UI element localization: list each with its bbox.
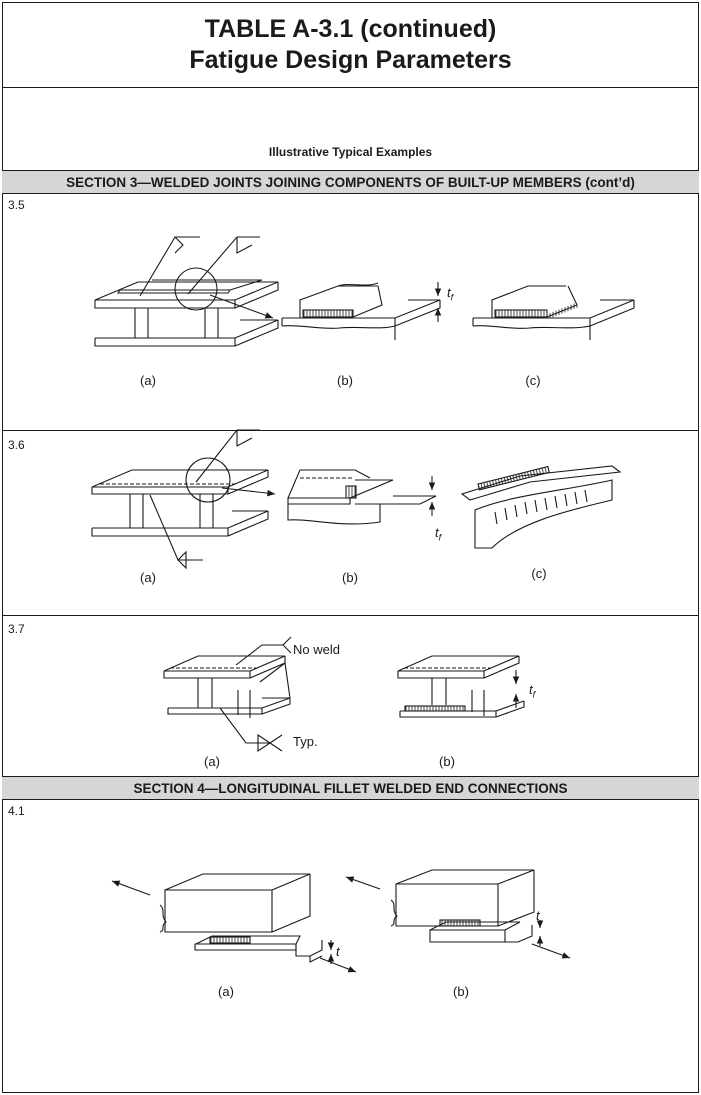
row-3-7-label-b: (b): [439, 754, 455, 769]
section-3-heading: SECTION 3—WELDED JOINTS JOINING COMPONEN…: [2, 170, 699, 194]
row-number-3-6: 3.6: [8, 438, 25, 452]
row-number-3-5: 3.5: [8, 198, 25, 212]
row-4-1-figure-a: [111, 873, 357, 973]
row-3-6-figure-b: [287, 469, 437, 525]
row-3-7-figure-a: [163, 636, 292, 753]
column-header: Illustrative Typical Examples: [268, 145, 433, 159]
row-3-5-label-b: (b): [337, 373, 353, 388]
row-3-7-label-a: (a): [204, 754, 220, 769]
row-number-3-7: 3.7: [8, 622, 25, 636]
title-line-2: Fatigue Design Parameters: [189, 45, 512, 74]
row-3-5-label-a: (a): [140, 373, 156, 388]
row-4-1-dim-t-b: t: [536, 908, 540, 923]
table-title: TABLE A-3.1 (continued) Fatigue Design P…: [2, 2, 699, 88]
row-3-7-dim-t: tf: [529, 682, 536, 700]
no-weld-callout: No weld: [293, 642, 340, 657]
row-3-5-figure-c: [472, 285, 635, 340]
row-3-5-figure-a: [94, 236, 279, 347]
typ-callout: Typ.: [293, 734, 318, 749]
row-3-5-dim-t: tf: [447, 285, 454, 303]
row-3-7-figure-b: [397, 655, 525, 718]
row-divider: [2, 615, 699, 616]
row-4-1-figure-b: [345, 869, 571, 959]
section-4-heading: SECTION 4—LONGITUDINAL FILLET WELDED END…: [2, 776, 699, 800]
row-3-5-figure-b: [281, 282, 442, 340]
row-divider: [2, 430, 699, 431]
row-3-6-label-a: (a): [140, 570, 156, 585]
row-number-4-1: 4.1: [8, 804, 25, 818]
row-3-6-label-b: (b): [342, 570, 358, 585]
row-3-6-dim-t: tf: [435, 525, 442, 543]
row-4-1-label-b: (b): [453, 984, 469, 999]
row-3-6-figure-c: [460, 465, 622, 549]
row-4-1-label-a: (a): [218, 984, 234, 999]
row-3-6-label-c: (c): [531, 566, 547, 581]
title-line-1: TABLE A-3.1 (continued): [204, 14, 497, 43]
row-3-6-figure-a: [91, 429, 276, 570]
row-3-5-label-c: (c): [525, 373, 541, 388]
row-4-1-dim-t-a: t: [336, 944, 340, 959]
